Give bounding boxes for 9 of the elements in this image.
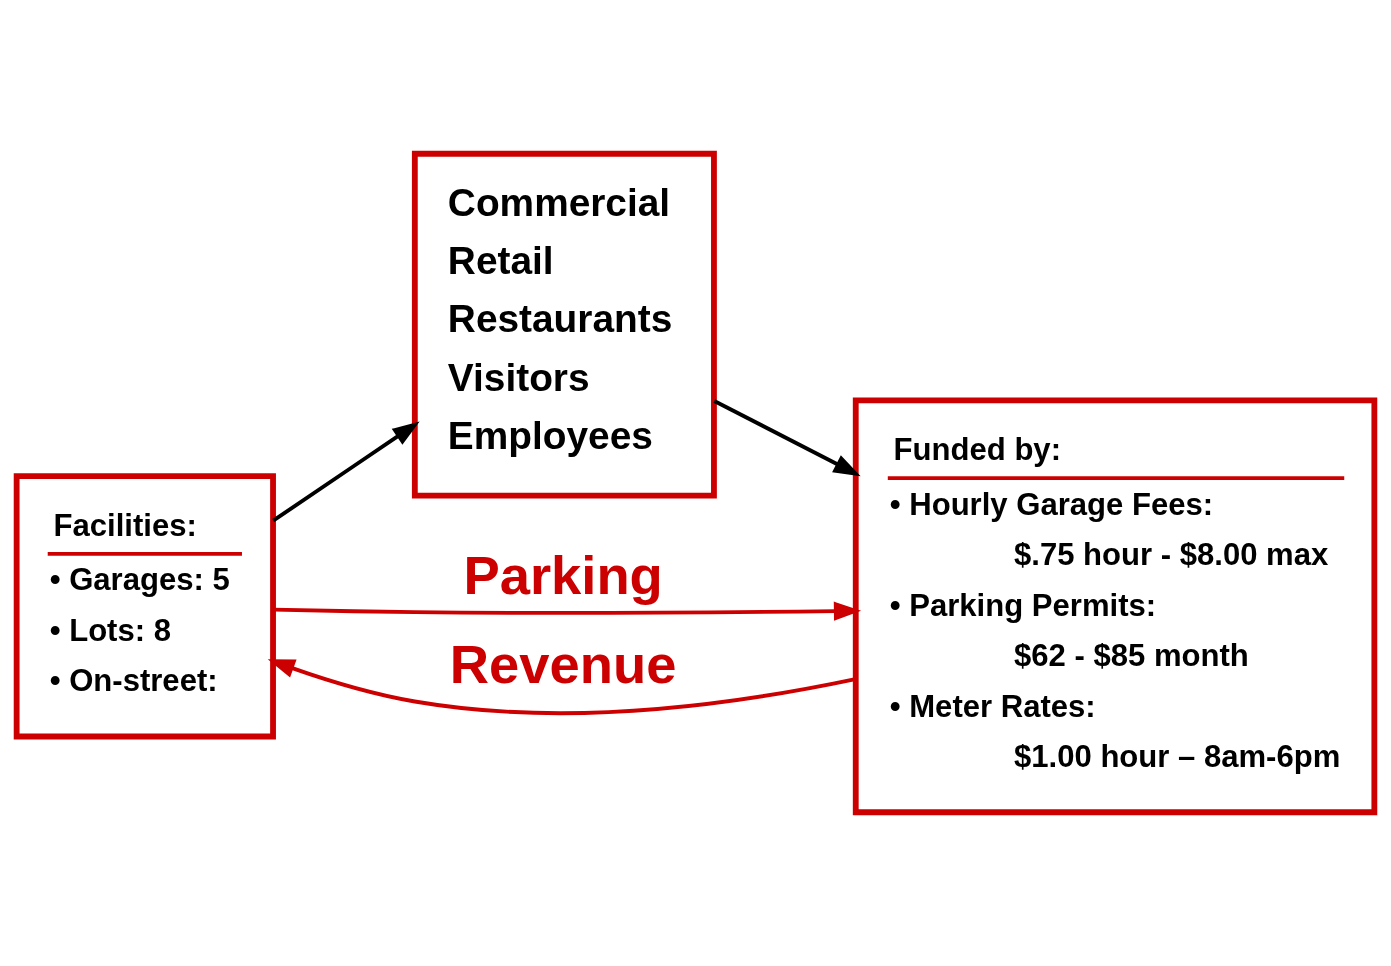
arrow bbox=[273, 601, 862, 621]
node-box: Funded by: • Hourly Garage Fees: $.75 hour - $8.00 max • Parking Permits: $62 - $85 month • Meter Rates: $1.00 hour – 8am-6pm bbox=[852, 397, 1378, 816]
node-box: Commercial Retail Restaurants Visitors Employees bbox=[411, 150, 717, 499]
arrow bbox=[272, 421, 420, 523]
arrow bbox=[267, 659, 856, 715]
edge-label: Revenue bbox=[449, 633, 677, 695]
edge-label: Parking bbox=[463, 544, 663, 606]
arrow bbox=[713, 399, 861, 477]
node-box: Facilities: • Garages: 5 • Lots: 8 • On-street: bbox=[13, 473, 276, 740]
